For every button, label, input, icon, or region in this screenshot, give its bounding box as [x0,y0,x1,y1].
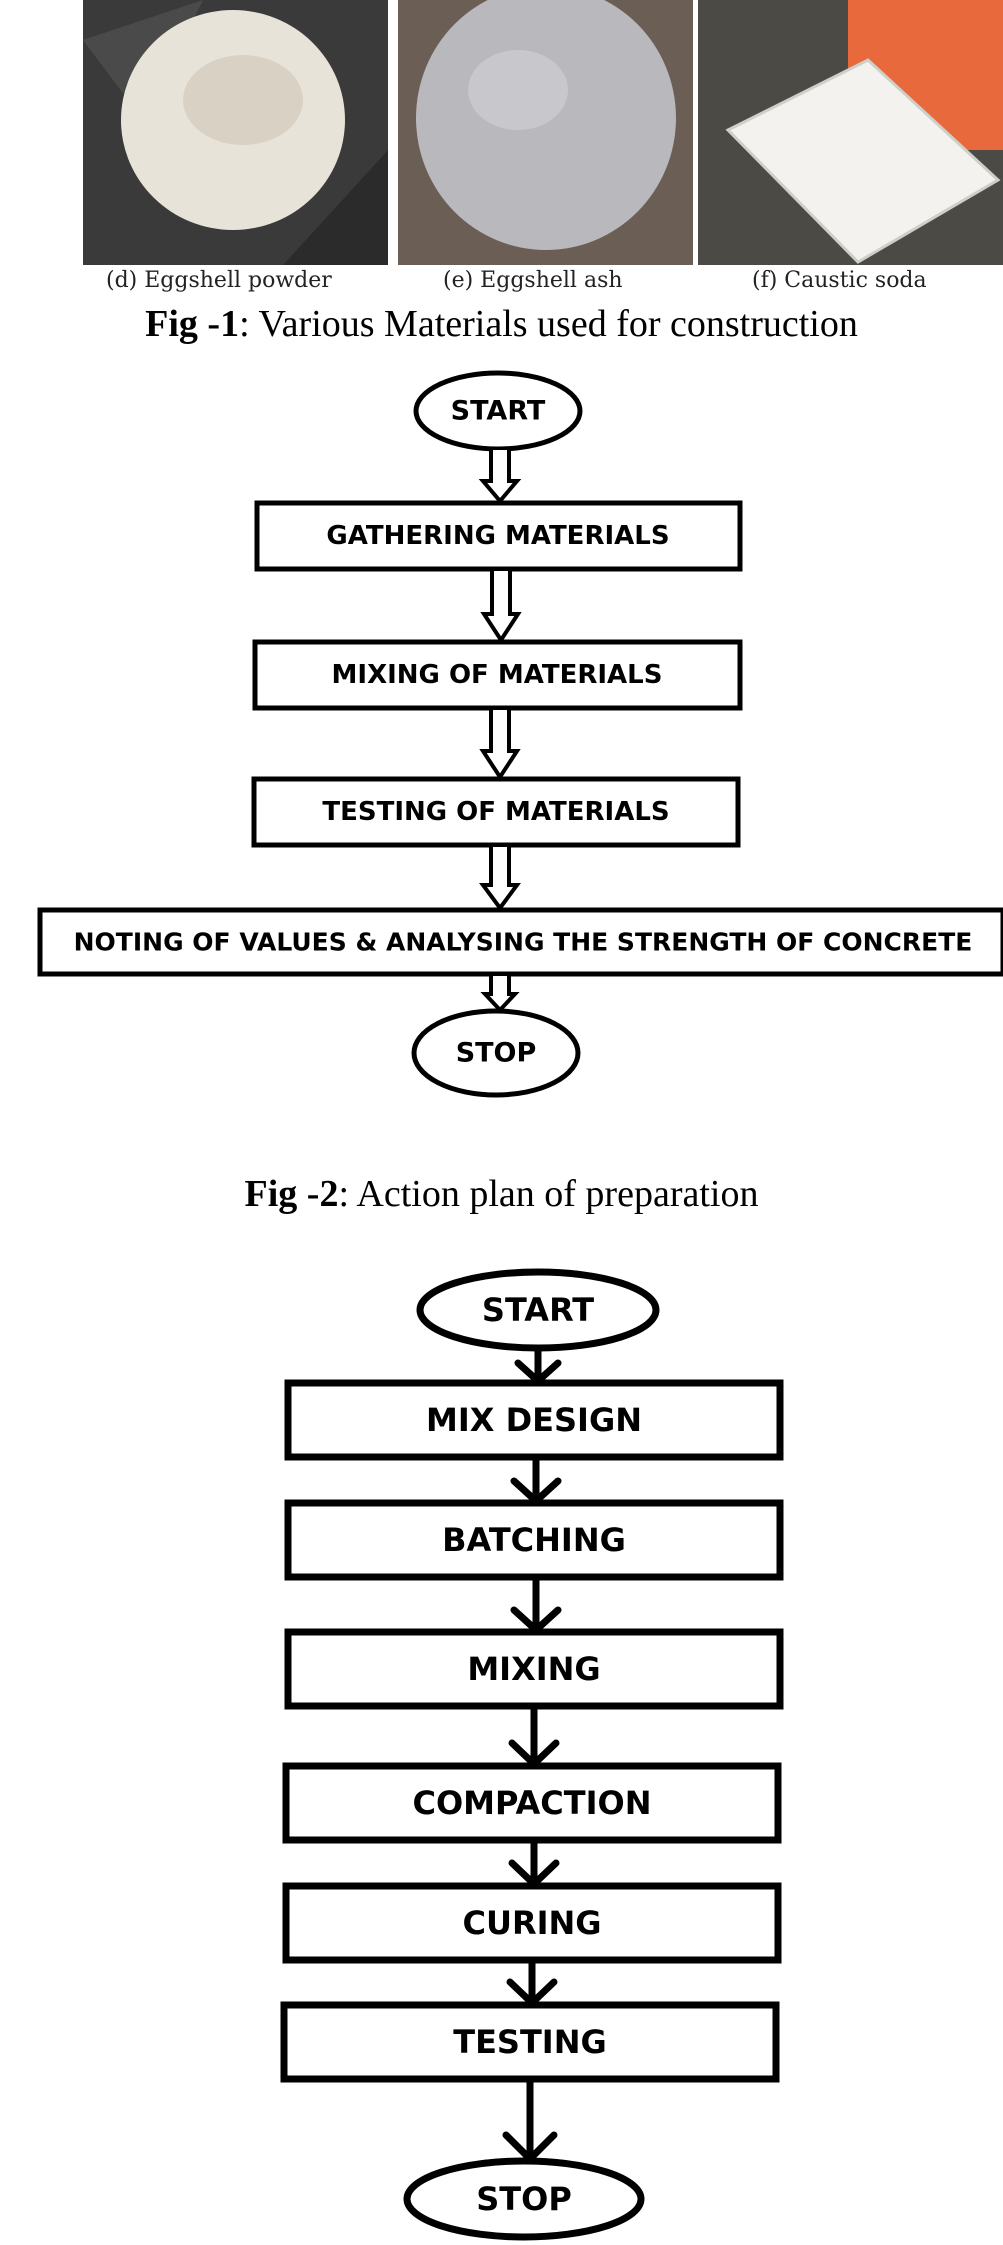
figure-2-caption: Fig -2: Action plan of preparation [0,1172,1003,1216]
fig2-arrow-4 [479,847,521,912]
fig3-arrow-1 [514,1344,562,1385]
fig2-arrow-5 [480,976,520,1013]
fig3-arrow-2 [510,1454,562,1505]
fig2-stop-oval [411,1008,581,1098]
fig3-arrow-3 [510,1574,562,1634]
figure-2-flowchart: START GATHERING MATERIALS MIXING OF MATE… [37,370,1003,1098]
fig2-start-label: START [451,396,546,427]
figure-2-text: : Action plan of preparation [338,1173,759,1215]
fig3-arrow-4 [508,1703,560,1768]
figure-3-flowchart: START MIX DESIGN BATCHING MIXING COMPACT… [280,1268,784,2241]
fig3-arrow-6 [506,1957,558,2007]
fig3-step-6-label: TESTING [453,2023,607,2061]
fig3-start-label: START [482,1291,594,1329]
fig3-arrow-7 [502,2076,558,2163]
fig3-step-5-label: CURING [462,1904,601,1942]
figure-1-text: : Various Materials used for constructio… [239,303,858,345]
fig2-step-gathering [254,500,743,572]
fig2-arrow-1 [478,450,522,505]
fig2-step-testing [251,776,741,848]
fig2-start-oval [413,370,583,452]
caustic-soda-photo [698,0,1003,265]
fig3-stop-oval [403,2157,645,2241]
fig3-step-2-label: BATCHING [442,1521,626,1559]
fig3-step-3-label: MIXING [467,1650,600,1688]
figure-1-caption: Fig -1: Various Materials used for const… [0,302,1003,346]
eggshell-powder-photo [83,0,388,265]
fig2-stop-label: STOP [456,1038,537,1069]
fig2-arrow-2 [480,571,522,644]
fig2-arrow-3 [479,710,521,781]
fig3-step-1-label: MIX DESIGN [426,1401,642,1439]
fig2-step-noting [37,907,1003,977]
photo-caption-eggshell-powder: (d) Eggshell powder [106,268,332,293]
eggshell-ash-photo [398,0,693,265]
fig2-step-2-label: MIXING OF MATERIALS [332,660,663,690]
fig2-step-mixing [252,639,743,711]
photo-caption-eggshell-ash: (e) Eggshell ash [443,268,623,293]
fig3-arrow-5 [508,1837,560,1888]
photo-caption-caustic-soda: (f) Caustic soda [752,268,927,293]
fig2-step-1-label: GATHERING MATERIALS [326,521,669,551]
fig3-stop-label: STOP [476,2180,572,2218]
figure-2-label: Fig -2 [244,1173,339,1215]
figure-1-label: Fig -1 [145,303,240,345]
fig2-step-4-label: NOTING OF VALUES & ANALYSING THE STRENGT… [74,928,973,957]
fig3-step-4-label: COMPACTION [412,1784,651,1822]
fig2-step-3-label: TESTING OF MATERIALS [322,797,669,827]
